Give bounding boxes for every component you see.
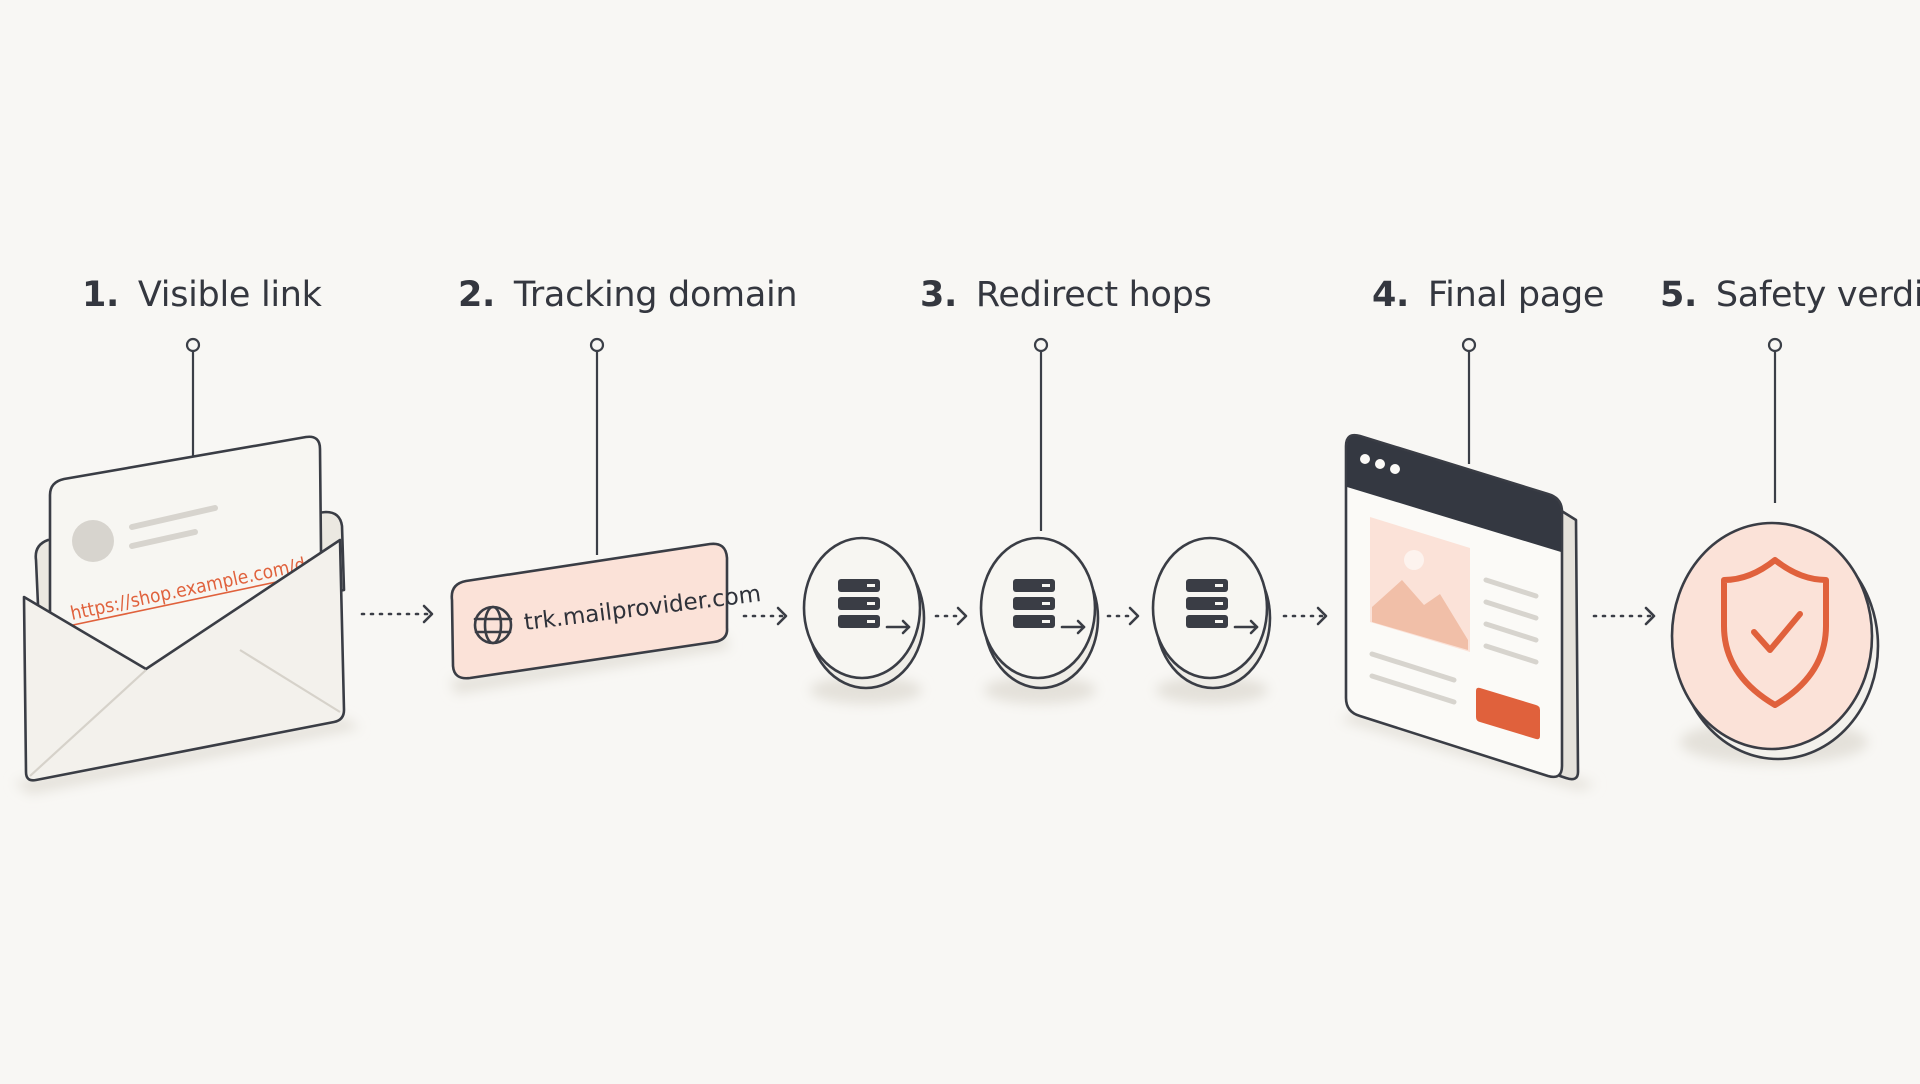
step-title-1: 1. Visible link — [82, 275, 323, 315]
step-title-5: 5. Safety verdict — [1660, 275, 1920, 315]
tracking-pill — [450, 542, 729, 680]
shield-outline — [1721, 557, 1829, 708]
redirect-hop-2 — [979, 536, 1100, 704]
flow-arrow-4 — [1592, 606, 1656, 626]
browser-title-bar — [1347, 436, 1561, 552]
browser-text-line-1 — [1483, 577, 1539, 599]
browser-window-icon — [1340, 433, 1596, 790]
leader-dot-4 — [1461, 337, 1477, 353]
flow-arrow-4-head — [1644, 606, 1656, 626]
server-stack-icon — [1013, 579, 1086, 635]
flow-arrow-2 — [742, 606, 788, 626]
image-mountains — [1372, 580, 1468, 650]
step-titles: 1. Visible link 2. Tracking domain 3. Re… — [82, 275, 1920, 315]
leader-dot-3 — [1033, 337, 1049, 353]
leader-dot-5 — [1767, 337, 1783, 353]
shield-check-icon — [1721, 557, 1829, 708]
hop-2-shadow — [984, 676, 1096, 704]
hop-3-shadow — [1156, 676, 1268, 704]
letter-avatar — [72, 520, 114, 562]
server-unit-3 — [1186, 615, 1228, 628]
browser-dot-1 — [1360, 454, 1370, 464]
redirect-hop-3 — [1151, 536, 1272, 704]
browser-text-line-3 — [1483, 621, 1539, 643]
letter-line-2 — [129, 529, 198, 549]
safety-verdict-badge — [1670, 521, 1880, 764]
leader-dot-2 — [589, 337, 605, 353]
flow-arrow-hop-1 — [934, 606, 968, 626]
hop-1-shadow — [810, 676, 922, 704]
server-unit-2 — [1013, 597, 1055, 610]
server-led-2 — [1215, 602, 1223, 605]
hop-1-arrow-head — [901, 619, 911, 635]
flow-arrow-3-head — [1316, 606, 1328, 626]
browser-text-line-2 — [1483, 599, 1539, 621]
browser-dot-2 — [1375, 459, 1385, 469]
envelope-fold-left — [29, 669, 147, 777]
step-title-4: 4. Final page — [1372, 275, 1604, 315]
flow-arrow-1-head — [422, 604, 434, 624]
server-unit-1 — [838, 579, 880, 592]
server-unit-2 — [838, 597, 880, 610]
envelope-front — [22, 538, 346, 782]
tracking-domain-card: trk.mailprovider.com — [450, 542, 763, 694]
server-unit-1 — [1186, 579, 1228, 592]
badge-face — [1670, 521, 1874, 751]
browser-dot-3 — [1390, 464, 1400, 474]
server-led-1 — [1215, 584, 1223, 587]
image-sun — [1404, 550, 1424, 570]
server-led-1 — [1042, 584, 1050, 587]
visible-link-underline — [72, 576, 301, 626]
browser-text-line-5 — [1369, 651, 1457, 683]
server-unit-3 — [1013, 615, 1055, 628]
flow-arrow-3 — [1282, 606, 1328, 626]
server-led-3 — [867, 620, 875, 623]
envelope-fold-right — [239, 649, 341, 713]
server-unit-3 — [838, 615, 880, 628]
server-unit-2 — [1186, 597, 1228, 610]
server-led-2 — [1042, 602, 1050, 605]
envelope-shadow — [14, 718, 360, 794]
letter-line-1 — [129, 505, 218, 530]
flow-arrow-hop-2 — [1106, 606, 1140, 626]
server-unit-1 — [1013, 579, 1055, 592]
browser-cta-button — [1476, 687, 1540, 740]
flow-arrow-hop-1-head — [956, 606, 968, 626]
flow-arrow-1 — [360, 604, 434, 624]
browser-text-line-4 — [1483, 643, 1539, 665]
hop-2-arrow-head — [1076, 619, 1086, 635]
server-led-1 — [867, 584, 875, 587]
server-led-2 — [867, 602, 875, 605]
globe-meridian — [483, 605, 503, 645]
flow-arrow-2-head — [776, 606, 788, 626]
check-mark — [1751, 611, 1803, 653]
step-title-2: 2. Tracking domain — [458, 275, 797, 315]
browser-text-line-6 — [1369, 673, 1457, 705]
leader-dot-1 — [185, 337, 201, 353]
server-led-3 — [1215, 620, 1223, 623]
server-stack-icon — [1186, 579, 1259, 635]
globe-icon — [473, 605, 513, 645]
server-led-3 — [1042, 620, 1050, 623]
leader-lines — [185, 337, 1783, 555]
flow-arrow-hop-2-head — [1128, 606, 1140, 626]
hop-3-arrow-head — [1249, 619, 1259, 635]
browser-depth — [1558, 508, 1580, 781]
open-envelope-icon: https://shop.example.com/deals — [14, 435, 360, 794]
step-title-3: 3. Redirect hops — [920, 275, 1212, 315]
redirect-hop-1 — [802, 536, 926, 704]
server-stack-icon — [838, 579, 911, 635]
